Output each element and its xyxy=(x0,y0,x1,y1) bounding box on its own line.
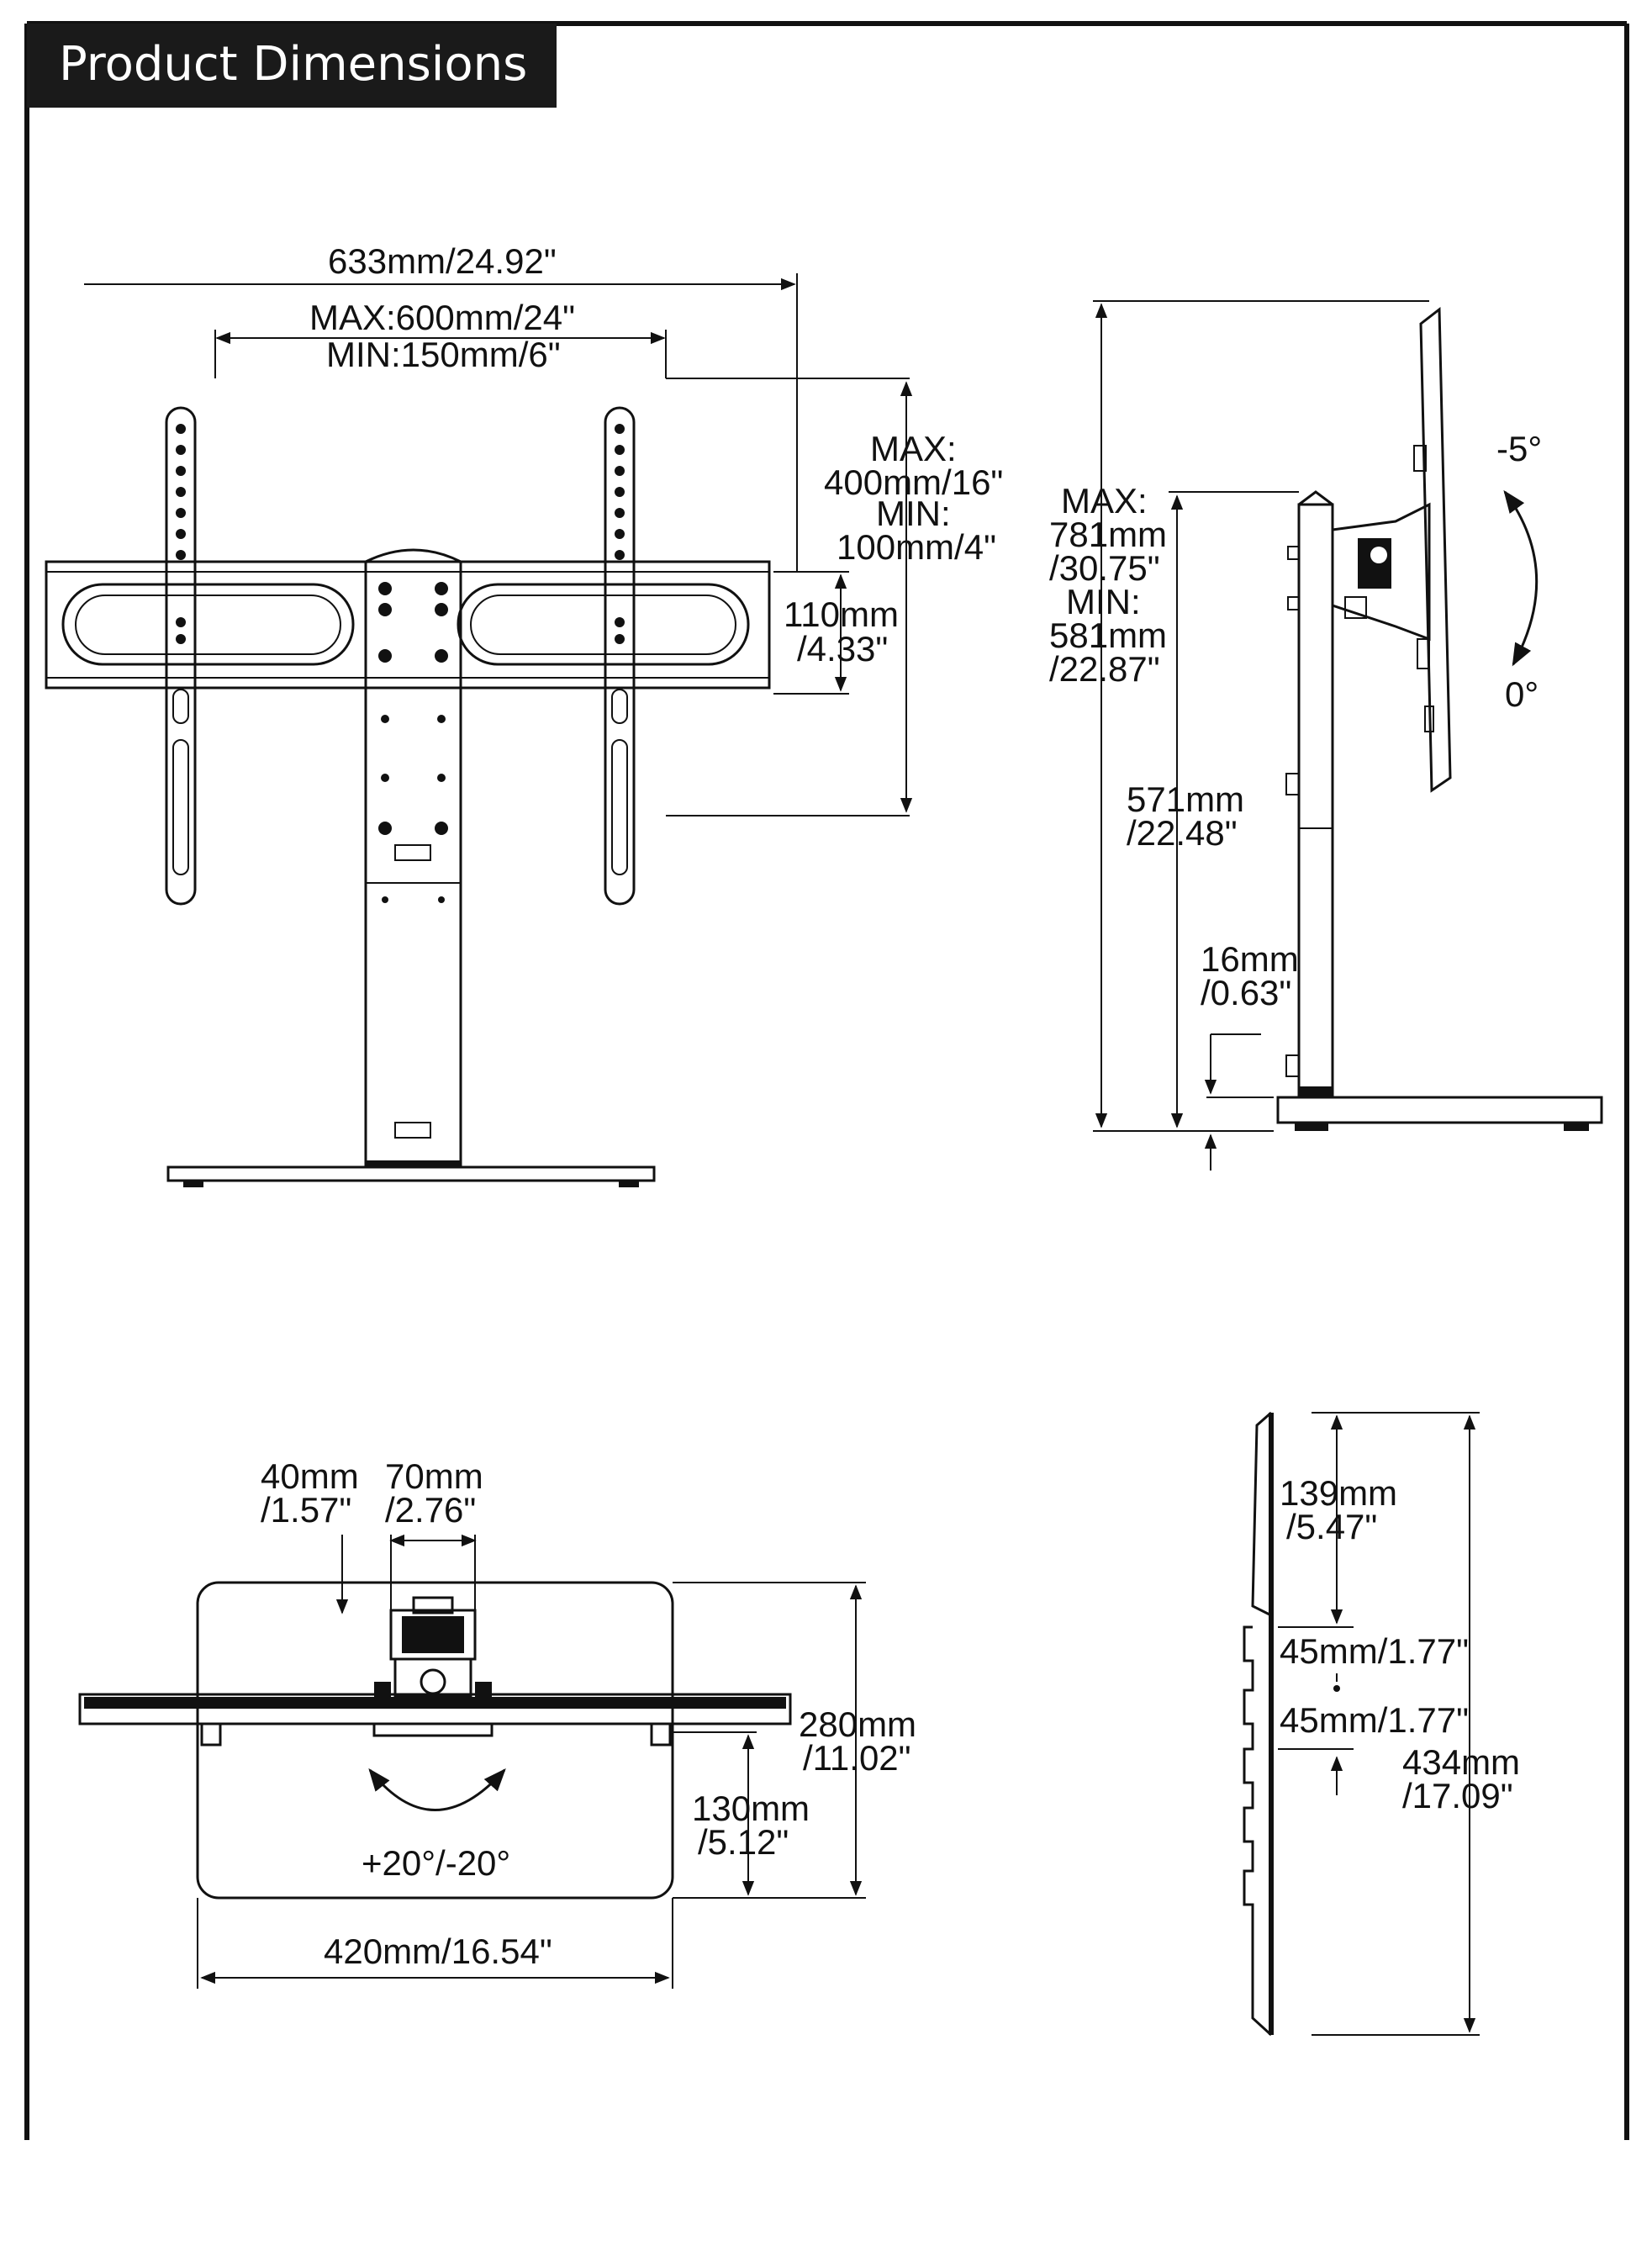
post-step-2: 45mm/1.77" xyxy=(1280,1700,1469,1740)
central-post xyxy=(364,548,462,1169)
vesa-height-min-caption: MIN: xyxy=(876,494,951,533)
vesa-height-max-caption: MAX: xyxy=(870,429,957,468)
side-view: MAX: 781mm /30.75" MIN: 581mm /22.87" 57… xyxy=(1049,300,1603,1171)
top-post-offset-mm: 130mm xyxy=(692,1789,810,1828)
post-top-section-mm: 139mm xyxy=(1280,1473,1397,1513)
page-frame xyxy=(24,21,1629,2140)
side-height-max-in: /30.75" xyxy=(1049,548,1160,588)
top-offset-in: /1.57" xyxy=(261,1490,351,1530)
top-bracket-width-mm: 70mm xyxy=(385,1456,483,1496)
side-tilt-up: -5° xyxy=(1496,429,1542,468)
vesa-width-min-label: MIN:150mm/6" xyxy=(326,335,561,374)
front-view: 633mm/24.92" MAX:600mm/24" MIN:150mm/6" … xyxy=(45,241,1003,1187)
horizontal-bracket xyxy=(45,560,771,690)
side-post-height-mm: 571mm xyxy=(1127,779,1244,819)
side-height-max-mm: 781mm xyxy=(1049,515,1167,554)
page-title: Product Dimensions xyxy=(59,37,527,92)
top-post-offset-in: /5.12" xyxy=(698,1822,789,1862)
post-total-mm: 434mm xyxy=(1402,1742,1520,1782)
post-step-1: 45mm/1.77" xyxy=(1280,1631,1469,1671)
front-base xyxy=(166,1160,656,1187)
vesa-height-min-value: 100mm/4" xyxy=(837,527,996,567)
vesa-width-max-label: MAX:600mm/24" xyxy=(309,298,575,337)
side-base-thickness-mm: 16mm xyxy=(1201,939,1299,979)
side-height-min-caption: MIN: xyxy=(1066,582,1141,621)
post-view: 139mm /5.47" 45mm/1.77" 45mm/1.77" 434mm… xyxy=(1243,1411,1520,2037)
top-bracket-width-in: /2.76" xyxy=(385,1490,476,1530)
top-base-width: 420mm/16.54" xyxy=(324,1932,552,1971)
bracket-height-mm: 110mm xyxy=(784,595,899,634)
vesa-height-max-value: 400mm/16" xyxy=(824,462,1003,502)
side-height-max-caption: MAX: xyxy=(1061,481,1148,521)
side-post-height-in: /22.48" xyxy=(1127,813,1238,853)
side-base-thickness-in: /0.63" xyxy=(1201,973,1291,1012)
top-swivel: +20°/-20° xyxy=(362,1843,510,1883)
vesa-arm-left xyxy=(165,406,197,906)
top-depth-mm: 280mm xyxy=(799,1704,916,1744)
side-height-min-in: /22.87" xyxy=(1049,649,1160,689)
overall-width-label: 633mm/24.92" xyxy=(328,241,557,281)
bracket-height-in: /4.33" xyxy=(797,629,888,669)
post-top-section-in: /5.47" xyxy=(1286,1507,1377,1546)
top-offset-mm: 40mm xyxy=(261,1456,359,1496)
side-height-min-mm: 581mm xyxy=(1049,616,1167,655)
post-total-in: /17.09" xyxy=(1402,1776,1513,1815)
side-tilt-down: 0° xyxy=(1505,674,1539,714)
title-tab: Product Dimensions xyxy=(27,24,557,108)
top-view: 40mm /1.57" 70mm /2.76" +20°/-20° 280 xyxy=(78,1456,916,1989)
vesa-arm-right xyxy=(604,406,636,906)
top-depth-in: /11.02" xyxy=(803,1738,911,1778)
